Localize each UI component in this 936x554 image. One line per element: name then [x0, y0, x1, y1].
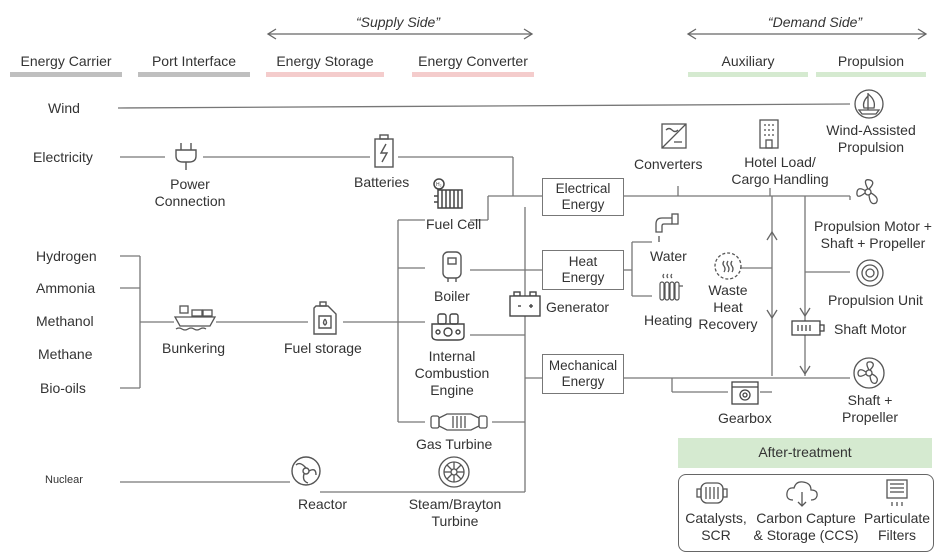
svg-text:H₂: H₂ [436, 182, 442, 188]
after-treatment-box [678, 474, 934, 552]
wind-assisted-propulsion-label: Wind-Assisted Propulsion [826, 122, 916, 155]
carrier-nuclear: Nuclear [45, 474, 83, 486]
catalysts-label: Catalysts, SCR [685, 510, 747, 543]
plug-icon [175, 143, 197, 170]
building-icon [759, 119, 779, 149]
gearbox-label: Gearbox [718, 410, 772, 426]
mechanical-energy-box: Mechanical Energy [542, 354, 624, 394]
ccs-label: Carbon Capture & Storage (CCS) [753, 510, 859, 543]
shaft-motor-icon [791, 320, 825, 336]
engine-icon [431, 313, 465, 341]
carrier-electricity: Electricity [33, 149, 93, 165]
fuel-cell-label: Fuel Cell [426, 216, 482, 232]
column-energy-converter: Energy Converter [418, 53, 528, 69]
sailboat-icon [854, 89, 884, 119]
gas-turbine-icon [430, 413, 488, 431]
carrier-methane: Methane [38, 346, 93, 362]
gearbox-icon [731, 381, 759, 405]
heat-energy-box: Heat Energy [542, 250, 624, 290]
ice-label: Internal Combustion Engine [414, 348, 490, 398]
hotel-load-label: Hotel Load/ Cargo Handling [731, 154, 829, 187]
port-interface-bar [138, 72, 250, 77]
ship-icon [173, 305, 217, 331]
energy-carrier-bar [10, 72, 122, 77]
propulsion-unit-icon [856, 259, 884, 287]
propulsion-motor-label: Propulsion Motor + Shaft + Propeller [814, 218, 932, 251]
gas-turbine-label: Gas Turbine [416, 436, 493, 452]
recycle-icon [714, 252, 742, 280]
batteries-label: Batteries [354, 174, 410, 190]
energy-converter-bar [412, 72, 534, 77]
propulsion-bar [816, 72, 926, 77]
particulate-filters-label: Particulate Filters [863, 510, 931, 543]
converter-icon [661, 123, 687, 149]
carrier-methanol: Methanol [36, 313, 94, 329]
after-treatment-title: After-treatment [758, 444, 852, 460]
boiler-icon [442, 251, 462, 282]
battery-icon [374, 134, 394, 168]
column-energy-carrier: Energy Carrier [20, 53, 112, 69]
reactor-icon [291, 456, 321, 486]
steam-turbine-icon [438, 456, 470, 488]
fuel-cell-icon: H₂ [433, 178, 463, 209]
faucet-icon [655, 213, 679, 242]
energy-storage-bar [266, 72, 384, 77]
electrical-energy-box: Electrical Energy [542, 178, 624, 216]
carrier-wind: Wind [48, 100, 80, 116]
column-energy-storage: Energy Storage [276, 53, 374, 69]
carrier-hydrogen: Hydrogen [36, 248, 97, 264]
carrier-bio-oils: Bio-oils [40, 380, 86, 396]
heating-label: Heating [644, 312, 693, 328]
generator-label: Generator [546, 299, 610, 315]
waste-heat-recovery-label: Waste Heat Recovery [698, 282, 758, 332]
boiler-label: Boiler [434, 288, 470, 304]
propulsion-unit-label: Propulsion Unit [828, 292, 923, 308]
cloud-icon [786, 481, 818, 507]
shaft-propeller-fan-icon [853, 357, 885, 389]
column-port-interface: Port Interface [151, 53, 237, 69]
converters-label: Converters [634, 156, 703, 172]
steam-turbine-label: Steam/Brayton Turbine [408, 496, 502, 529]
generator-icon [509, 291, 541, 317]
auxiliary-bar [688, 72, 808, 77]
bunkering-label: Bunkering [162, 340, 226, 356]
carrier-ammonia: Ammonia [36, 280, 96, 296]
fan-icon [856, 179, 878, 205]
fuel-storage-label: Fuel storage [284, 340, 362, 356]
column-auxiliary: Auxiliary [721, 53, 775, 69]
radiator-icon [659, 273, 683, 301]
reactor-label: Reactor [298, 496, 348, 512]
column-propulsion: Propulsion [837, 53, 905, 69]
after-treatment-header: After-treatment [678, 438, 932, 468]
demand-side-label: “Demand Side” [767, 14, 863, 30]
filter-icon [886, 479, 908, 506]
catalyst-icon [696, 482, 728, 504]
shaft-motor-label: Shaft Motor [834, 321, 907, 337]
power-connection-label: Power Connection [154, 176, 226, 209]
supply-side-label: “Supply Side” [355, 14, 441, 30]
shaft-propeller-label: Shaft + Propeller [841, 392, 899, 425]
water-label: Water [650, 248, 687, 264]
jerrycan-icon [313, 301, 337, 335]
